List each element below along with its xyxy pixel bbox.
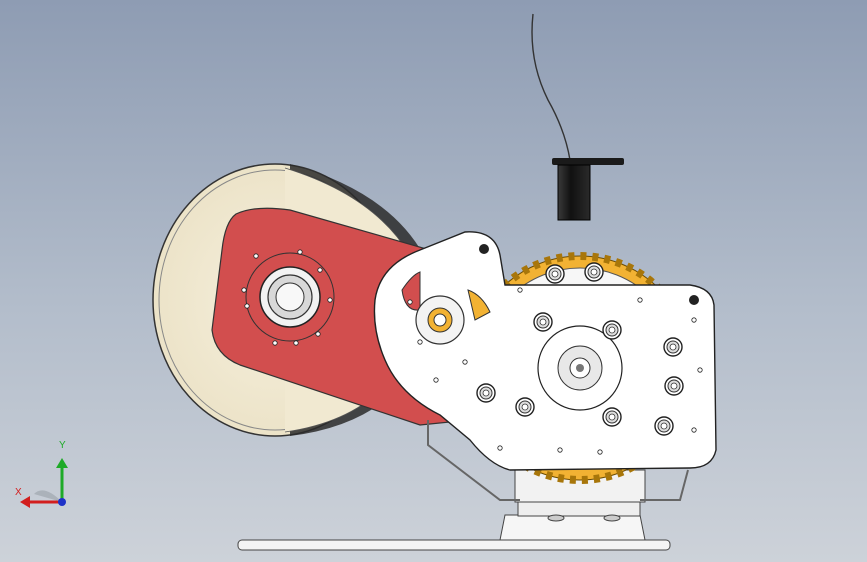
support-rods (427, 420, 689, 501)
triad-axes (20, 458, 68, 508)
sensor[interactable] (531, 13, 624, 221)
coordinate-triad: X Y (10, 438, 74, 508)
base-plate[interactable] (237, 469, 671, 551)
y-axis-label: Y (59, 440, 66, 451)
x-axis-label: X (15, 487, 22, 498)
side-plate[interactable] (373, 231, 717, 471)
